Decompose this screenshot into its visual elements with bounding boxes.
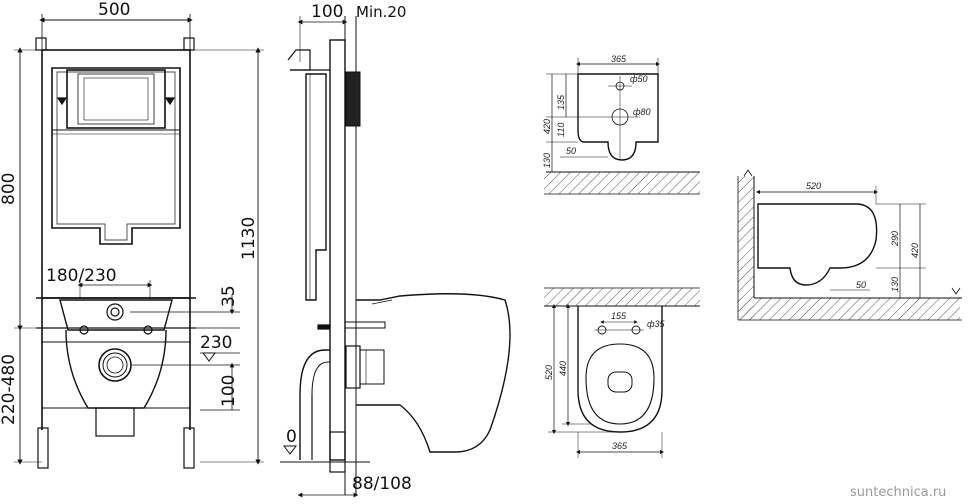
- offset-100-label: 100: [219, 375, 239, 407]
- h110-label: 110: [556, 123, 566, 137]
- bowl-side-h290-label: 290: [890, 231, 900, 247]
- watermark: suntechnica.ru: [850, 485, 946, 500]
- bowl-side-h130-label: 130: [890, 277, 900, 292]
- bowl-top-len440-label: 440: [558, 361, 568, 376]
- bowl-side-h50-label: 50: [856, 280, 866, 290]
- h420-label: 420: [542, 119, 552, 134]
- bowl-top-width365-label: 365: [612, 441, 628, 451]
- height-1130-label: 1130: [239, 217, 259, 260]
- bowl-side-view: [737, 169, 962, 321]
- bowl-front-view: [544, 58, 700, 195]
- range-220-480-label: 220-480: [0, 354, 19, 425]
- height-800-label: 800: [0, 173, 19, 205]
- phi80-label: ф80: [633, 107, 651, 117]
- height-230-label: 230: [200, 333, 232, 353]
- bowl-top-phi35-label: ф35: [647, 319, 666, 329]
- bowl-width-365-label: 365: [611, 54, 627, 64]
- bowl-top-len520-label: 520: [544, 365, 554, 380]
- width-500-label: 500: [98, 0, 130, 20]
- side-view: [280, 16, 511, 498]
- bowl-top-spacing155-label: 155: [611, 311, 627, 321]
- spacing-180-230-label: 180/230: [46, 266, 117, 286]
- min20-label: Min.20: [356, 3, 406, 21]
- depth-88-108-label: 88/108: [352, 474, 412, 494]
- depth-100-label: 100: [311, 2, 343, 22]
- phi50-label: ф50: [630, 74, 648, 84]
- h135-label: 135: [556, 94, 566, 110]
- bowl-side-h420-label: 420: [910, 243, 920, 258]
- h50-label: 50: [566, 146, 576, 156]
- h130-label: 130: [542, 153, 552, 168]
- bowl-top-view: [544, 287, 700, 458]
- front-view: [14, 14, 264, 469]
- offset-35-label: 35: [219, 285, 239, 307]
- bowl-side-len520-label: 520: [806, 181, 821, 191]
- zero-label: 0: [286, 427, 297, 447]
